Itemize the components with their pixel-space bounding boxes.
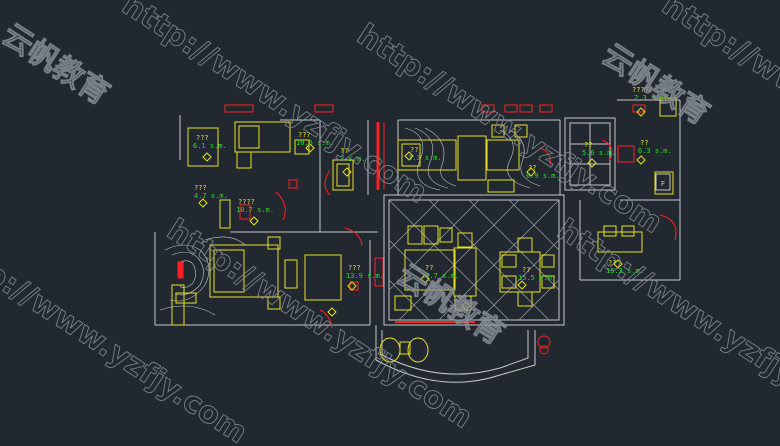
room-name-11: ??? <box>348 264 361 272</box>
room-area-14: 15.3 s.m. <box>606 267 644 275</box>
dining-table <box>499 251 541 293</box>
watermark-brand-1: 云帆教育 <box>0 17 115 112</box>
room-area-12: 24.7 s.m. <box>421 272 459 280</box>
room-area-7: 6.9 s.m. <box>526 172 560 180</box>
room-name-10: ????? <box>632 86 653 94</box>
room-area-6: 10.7 s.m. <box>236 206 274 214</box>
room-area-10: 2.3 s.m. <box>634 94 668 102</box>
living-room-wall <box>383 194 565 326</box>
red-elements <box>177 104 677 355</box>
room-area-13: 15.5 s.m. <box>518 274 556 282</box>
room-area-8: 5.6 s.m. <box>582 149 616 157</box>
furniture <box>171 97 677 363</box>
bed-upper-left <box>234 121 291 153</box>
room-labels: ??? 6.1 s.m. ??? 10.6 s.m. ?? 3 s.m. ?? … <box>193 86 672 282</box>
f-marker-label: F <box>661 180 665 188</box>
coffee-table <box>404 249 456 291</box>
watermark-url-6: http://www.yzfjy.com <box>551 212 780 435</box>
room-area-2: 10.6 s.m. <box>296 139 334 147</box>
room-name-7: ?? <box>528 164 536 172</box>
room-area-4: 3.3 s.m. <box>408 154 442 162</box>
room-name-4: ?? <box>410 146 418 154</box>
bed-master <box>209 244 279 298</box>
room-name-8: ?? <box>584 141 592 149</box>
room-name-2: ??? <box>298 131 311 139</box>
living-room-wall-inner <box>388 199 560 321</box>
room-name-6: ???? <box>238 198 255 206</box>
room-name-13: ?? <box>522 266 530 274</box>
markers <box>198 107 646 317</box>
room-area-3: 3 s.m. <box>340 155 365 163</box>
room-area-9: 6.3 s.m. <box>638 147 672 155</box>
walls <box>154 99 681 383</box>
floor-pattern <box>159 127 541 316</box>
bathtub <box>332 159 354 191</box>
room-name-12: ?? <box>425 264 433 272</box>
room-name-5: ??? <box>194 184 207 192</box>
room-name-14: ?? <box>608 259 616 267</box>
f-marker: F <box>655 173 671 191</box>
room-area-11: 13.9 s.m. <box>346 272 384 280</box>
room-name-9: ?? <box>640 139 648 147</box>
room-area-5: 4.7 s.m. <box>194 192 228 200</box>
room-name-1: ??? <box>196 134 209 142</box>
room-area-1: 6.1 s.m. <box>193 142 227 150</box>
room-name-3: ?? <box>340 147 348 155</box>
bed-upper-middle <box>397 139 457 171</box>
